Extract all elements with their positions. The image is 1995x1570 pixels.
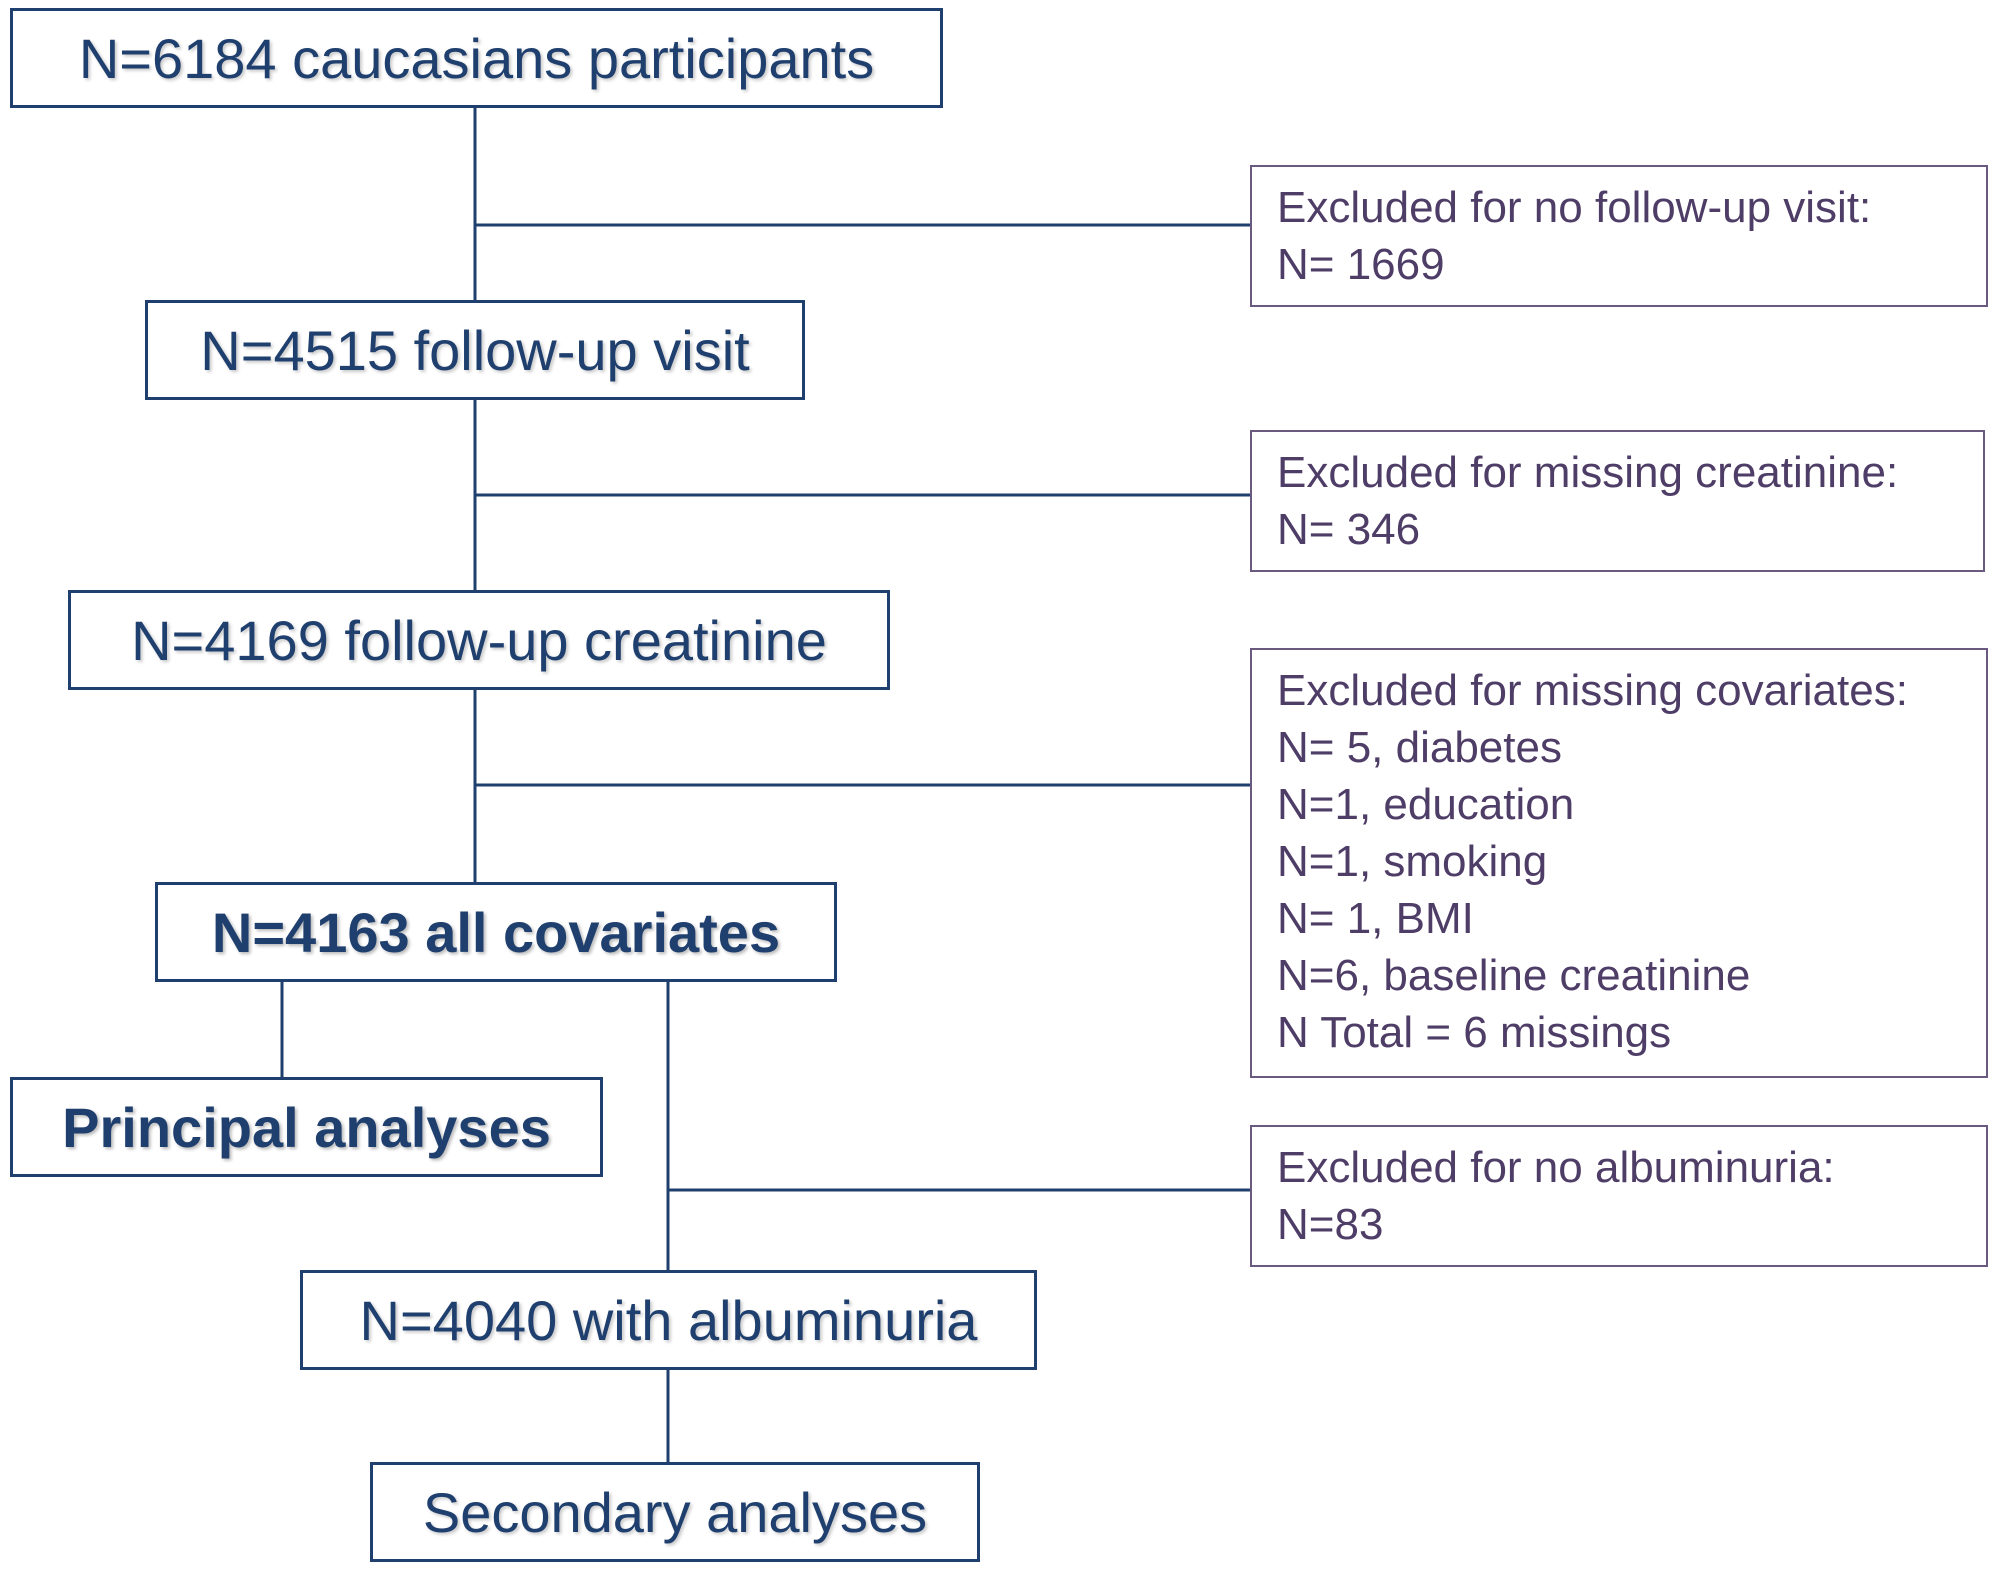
box-albuminuria-label: N=4040 with albuminuria [359,1288,978,1352]
box-excluded-missing-creatinine: Excluded for missing creatinine: N= 346 [1250,430,1985,572]
excluded-missing-creatinine-count: N= 346 [1277,505,1421,554]
box-start-label: N=6184 caucasians participants [78,26,875,90]
box-covariates-label: N=4163 all covariates [211,900,781,964]
excluded-no-followup-title: Excluded for no follow-up visit: [1277,183,1872,232]
box-excluded-no-albuminuria: Excluded for no albuminuria: N=83 [1250,1125,1988,1267]
box-start-participants: N=6184 caucasians participants [10,8,943,108]
excluded-diabetes: N= 5, diabetes [1277,723,1562,772]
box-creatinine-label: N=4169 follow-up creatinine [131,608,827,672]
excluded-smoking: N=1, smoking [1277,837,1548,886]
box-principal-label: Principal analyses [62,1095,551,1159]
box-all-covariates: N=4163 all covariates [155,882,837,982]
box-secondary-analyses: Secondary analyses [370,1462,980,1562]
box-with-albuminuria: N=4040 with albuminuria [300,1270,1037,1370]
excluded-total: N Total = 6 missings [1277,1008,1672,1057]
excluded-no-albuminuria-title: Excluded for no albuminuria: [1277,1143,1835,1192]
box-principal-analyses: Principal analyses [10,1077,603,1177]
excluded-missing-creatinine-title: Excluded for missing creatinine: [1277,448,1899,497]
excluded-education: N=1, education [1277,780,1575,829]
box-followup-label: N=4515 follow-up visit [200,318,750,382]
excluded-baseline-creatinine: N=6, baseline creatinine [1277,951,1751,1000]
excluded-no-albuminuria-count: N=83 [1277,1200,1384,1249]
box-followup-visit: N=4515 follow-up visit [145,300,805,400]
excluded-bmi: N= 1, BMI [1277,894,1474,943]
excluded-missing-covariates-title: Excluded for missing covariates: [1277,666,1908,715]
box-followup-creatinine: N=4169 follow-up creatinine [68,590,890,690]
excluded-no-followup-count: N= 1669 [1277,240,1445,289]
box-excluded-missing-covariates: Excluded for missing covariates: N= 5, d… [1250,648,1988,1078]
box-secondary-label: Secondary analyses [422,1480,928,1544]
box-excluded-no-followup: Excluded for no follow-up visit: N= 1669 [1250,165,1988,307]
